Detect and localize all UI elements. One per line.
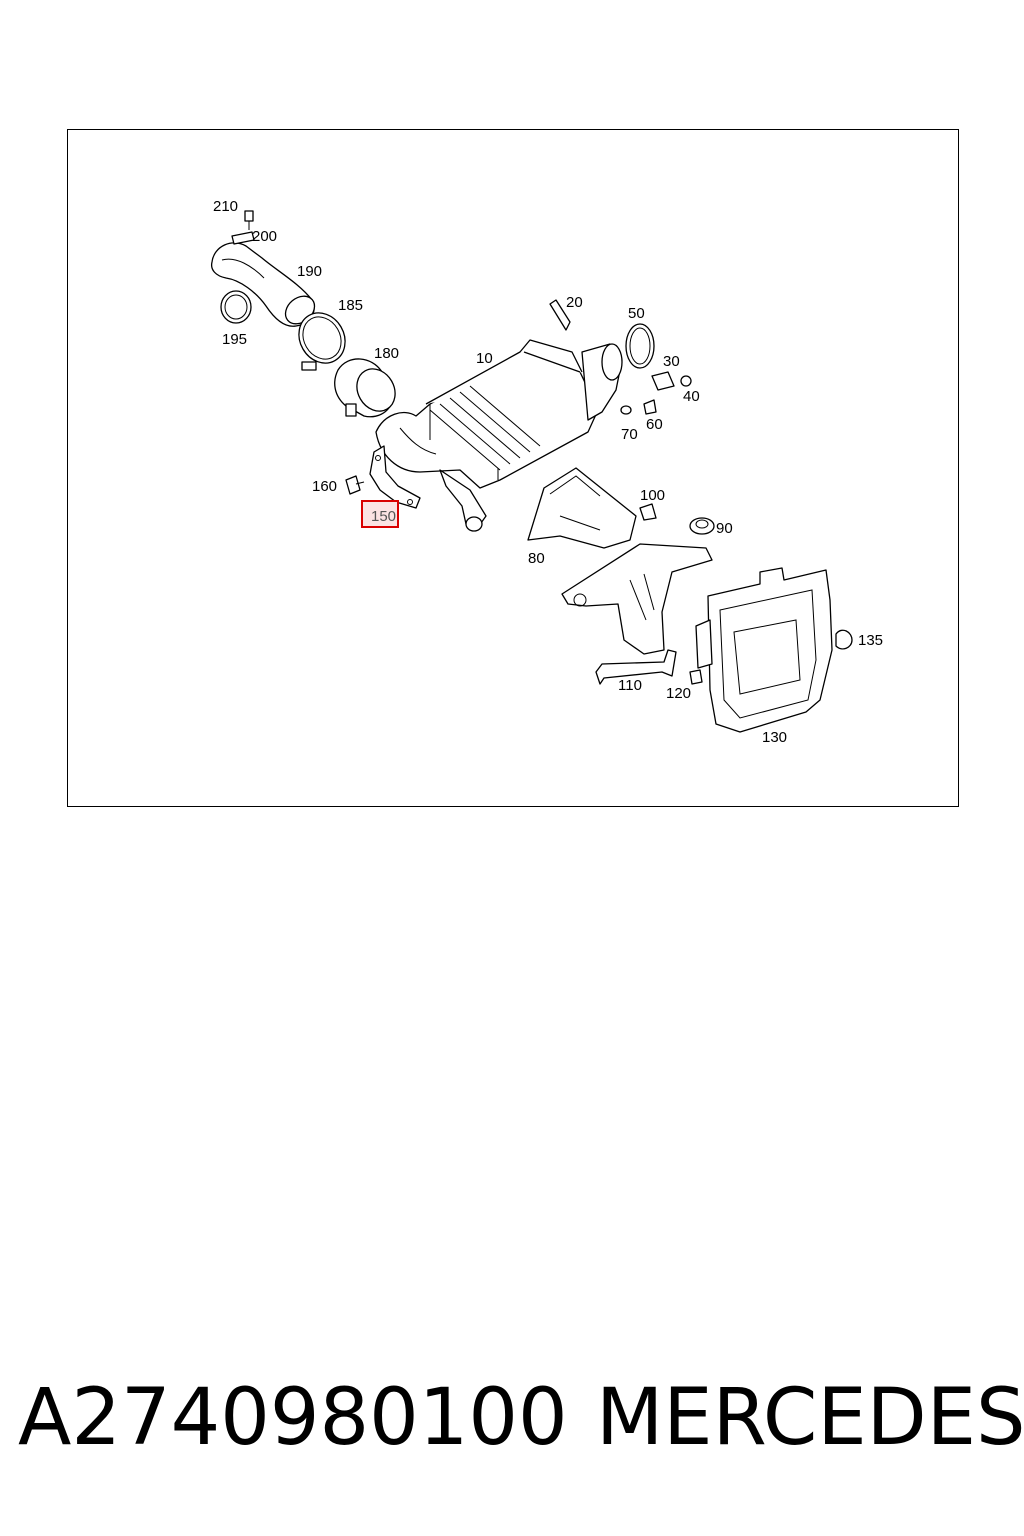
caption: A2740980100 MERCEDES (18, 1368, 1024, 1468)
label-135[interactable]: 135 (858, 632, 883, 649)
label-210[interactable]: 210 (213, 198, 238, 215)
label-120[interactable]: 120 (666, 685, 691, 702)
o-ring-195[interactable] (220, 290, 252, 324)
screw-60[interactable] (643, 399, 657, 415)
label-100[interactable]: 100 (640, 487, 665, 504)
label-10[interactable]: 10 (476, 350, 493, 367)
clip-135[interactable] (835, 629, 853, 650)
intercooler-10[interactable] (375, 339, 623, 532)
label-50[interactable]: 50 (628, 305, 645, 322)
label-185[interactable]: 185 (338, 297, 363, 314)
bracket-150[interactable] (369, 445, 421, 509)
label-20[interactable]: 20 (566, 294, 583, 311)
washer-70[interactable] (620, 405, 632, 415)
label-40[interactable]: 40 (683, 388, 700, 405)
hose-clamp-185[interactable] (290, 304, 354, 371)
mounting-bracket-80[interactable] (527, 467, 637, 549)
label-70[interactable]: 70 (621, 426, 638, 443)
highlight-box (361, 500, 399, 528)
label-150[interactable]: 150 (371, 508, 396, 525)
support-frame[interactable] (561, 543, 713, 655)
label-190[interactable]: 190 (297, 263, 322, 280)
strut-110[interactable] (595, 649, 677, 685)
grommet-90[interactable] (689, 517, 715, 535)
label-200[interactable]: 200 (252, 228, 277, 245)
hose-coupling-180[interactable] (334, 358, 403, 418)
label-30[interactable]: 30 (663, 353, 680, 370)
label-160[interactable]: 160 (312, 478, 337, 495)
label-80[interactable]: 80 (528, 550, 545, 567)
sensor-20[interactable] (549, 299, 571, 331)
screw-100[interactable] (639, 503, 657, 521)
label-195[interactable]: 195 (222, 331, 247, 348)
label-130[interactable]: 130 (762, 729, 787, 746)
label-110[interactable]: 110 (618, 677, 642, 694)
screw-40[interactable] (680, 375, 692, 387)
label-60[interactable]: 60 (646, 416, 663, 433)
label-90[interactable]: 90 (716, 520, 733, 537)
label-180[interactable]: 180 (374, 345, 399, 362)
carrier-panel-130[interactable] (695, 567, 833, 733)
sensor-30[interactable] (651, 371, 675, 391)
screw-120[interactable] (689, 669, 703, 685)
part-number: A2740980100 (18, 1373, 568, 1463)
brand-name: MERCEDES (596, 1373, 1024, 1463)
o-ring-50[interactable] (625, 323, 655, 369)
bolt-210[interactable] (244, 210, 254, 230)
clip-200[interactable] (231, 231, 255, 245)
parts-diagram: 210 200 190 195 185 180 20 50 10 30 40 6… (210, 198, 883, 746)
bolt-160[interactable] (345, 475, 365, 495)
